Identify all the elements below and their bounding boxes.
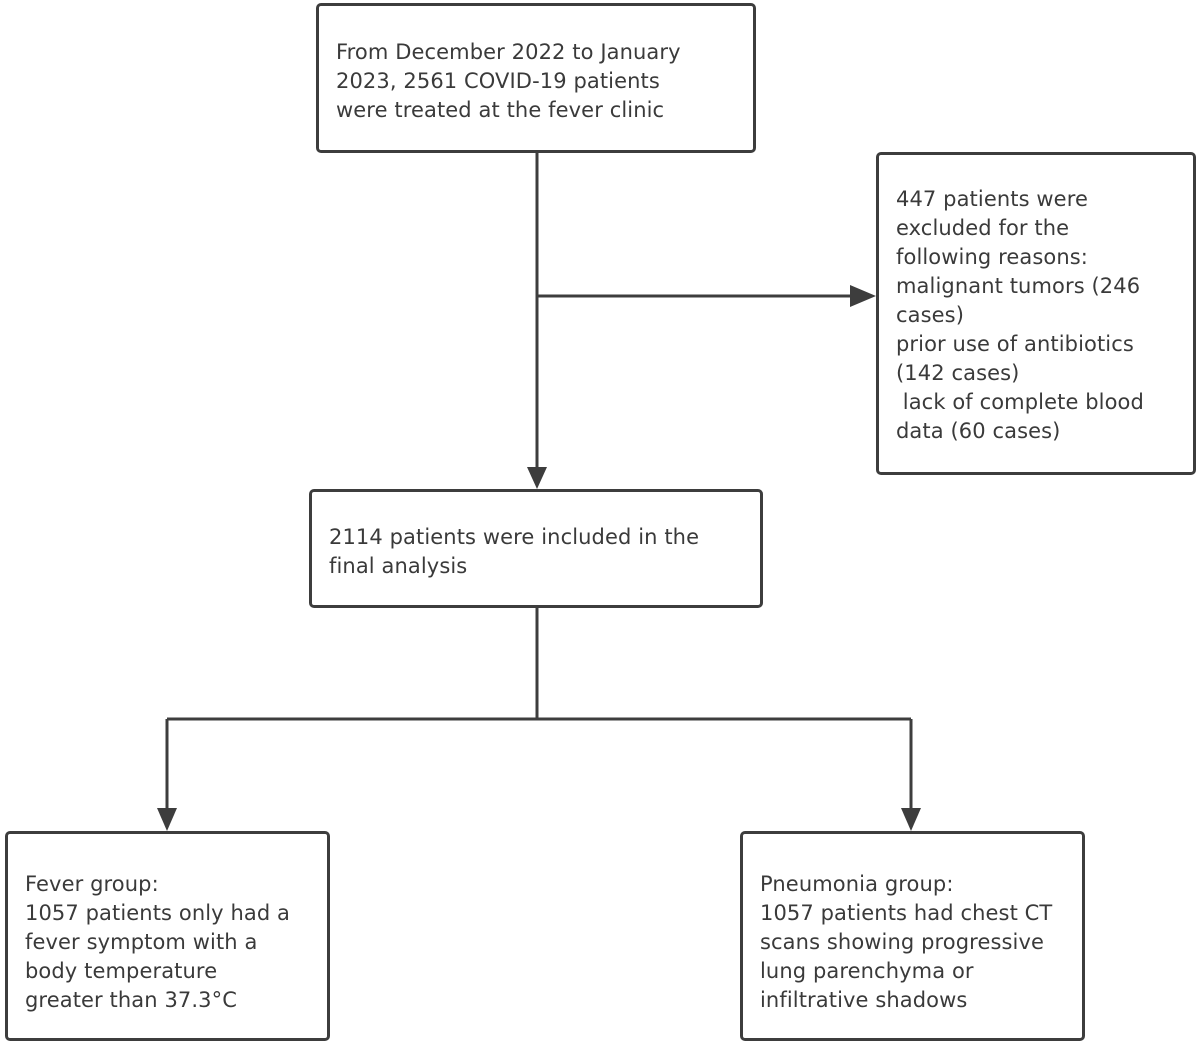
included-box: 2114 patients were included in the final… bbox=[309, 489, 763, 608]
pneumonia-group-text-line: lung parenchyma or bbox=[760, 959, 974, 983]
start-box: From December 2022 to January 2023, 2561… bbox=[316, 3, 756, 153]
excluded-text-line: cases) bbox=[896, 303, 965, 327]
excluded-text-line: malignant tumors (246 bbox=[896, 274, 1141, 298]
fever-group-box: Fever group: 1057 patients only had a fe… bbox=[5, 831, 330, 1041]
arrowhead-fever bbox=[157, 808, 177, 831]
excluded-text-line: data (60 cases) bbox=[896, 419, 1061, 443]
excluded-box: 447 patients were excluded for the follo… bbox=[876, 152, 1196, 475]
pneumonia-group-box: Pneumonia group: 1057 patients had chest… bbox=[740, 831, 1085, 1041]
excluded-text-line: following reasons: bbox=[896, 245, 1088, 269]
included-text-line: 2114 patients were included in the bbox=[329, 525, 700, 549]
excluded-text-line: prior use of antibiotics bbox=[896, 332, 1134, 356]
included-text-line: final analysis bbox=[329, 554, 468, 578]
excluded-text-line: excluded for the bbox=[896, 216, 1070, 240]
fever-group-text-line: Fever group: bbox=[25, 872, 159, 896]
fever-group-text-line: greater than 37.3°C bbox=[25, 988, 237, 1012]
excluded-text-line: 447 patients were bbox=[896, 187, 1088, 211]
pneumonia-group-text-line: infiltrative shadows bbox=[760, 988, 968, 1012]
excluded-text-line: (142 cases) bbox=[896, 361, 1020, 385]
start-text-line: 2023, 2561 COVID-19 patients bbox=[336, 69, 660, 93]
start-text-line: were treated at the fever clinic bbox=[336, 98, 665, 122]
arrowhead-excluded bbox=[850, 285, 876, 307]
start-text-line: From December 2022 to January bbox=[336, 40, 681, 64]
pneumonia-group-text-line: Pneumonia group: bbox=[760, 872, 954, 896]
pneumonia-group-text-line: 1057 patients had chest CT bbox=[760, 901, 1053, 925]
pneumonia-group-text-line: scans showing progressive bbox=[760, 930, 1045, 954]
fever-group-text-line: 1057 patients only had a bbox=[25, 901, 291, 925]
excluded-text-line: lack of complete blood bbox=[896, 390, 1144, 414]
arrowhead-included bbox=[527, 467, 547, 489]
arrowhead-pneumonia bbox=[901, 808, 921, 831]
fever-group-text-line: fever symptom with a bbox=[25, 930, 258, 954]
fever-group-text-line: body temperature bbox=[25, 959, 218, 983]
